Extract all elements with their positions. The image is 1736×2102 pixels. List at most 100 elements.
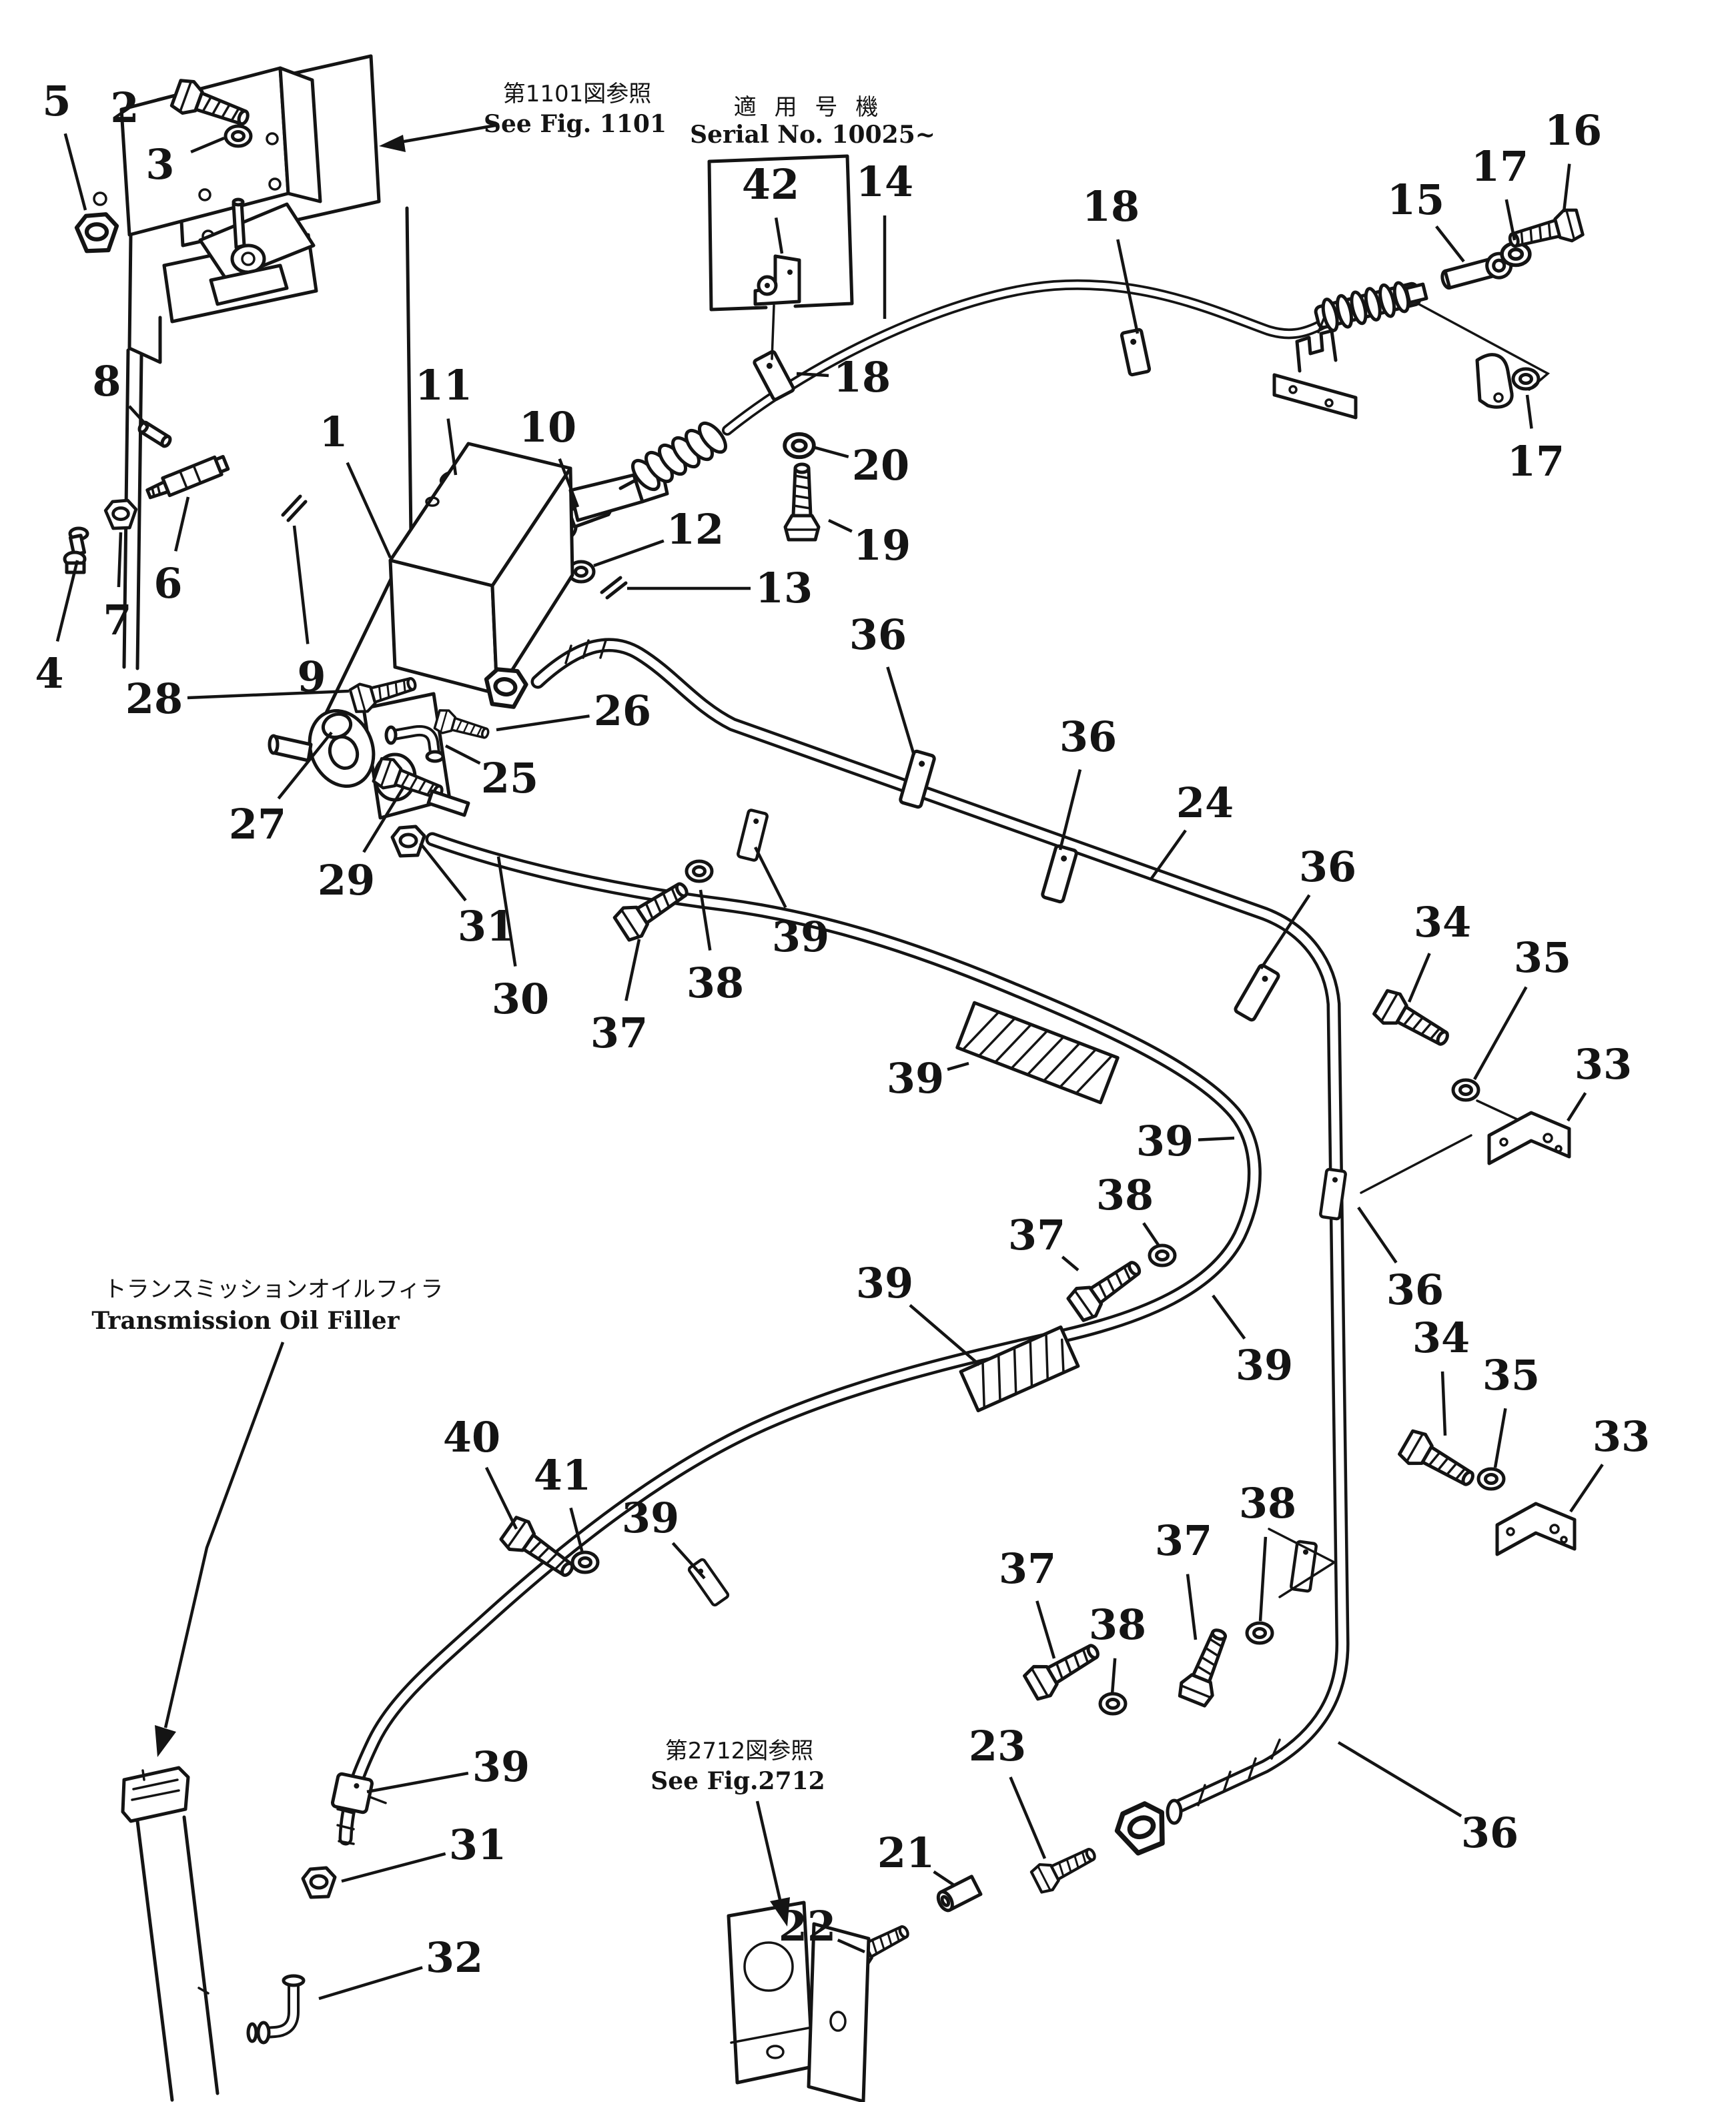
callout-13: 13 (755, 564, 813, 612)
callout-22: 22 (779, 1902, 836, 1951)
leader-line-26 (496, 714, 590, 732)
leader-line-21 (933, 1870, 955, 1887)
serial-label-jp: 適 用 号 機 (734, 94, 883, 121)
fig1101-label-jp: 第1101図参照 (503, 81, 652, 107)
leader-line-6 (174, 496, 190, 552)
leader-line-34 (1407, 953, 1431, 1003)
cotter-pin-13 (600, 576, 628, 600)
leader-line-30 (496, 856, 517, 967)
annotation-oil-filler: トランスミッションオイルフィラ Transmission Oil Filler (91, 1276, 443, 1757)
leader-line-39 (947, 1061, 969, 1071)
control-cable-assembly (618, 207, 1584, 492)
collar-21 (936, 1875, 983, 1913)
callout-37: 37 (1008, 1211, 1065, 1259)
leader-line-33 (1567, 1092, 1587, 1122)
fig2712-label-en: See Fig.2712 (650, 1767, 825, 1795)
leader-line-3 (190, 136, 225, 153)
leader-line-5 (63, 133, 87, 211)
fig1101-arrow-head (379, 135, 406, 152)
leader-line-41 (569, 1507, 584, 1554)
callout-8: 8 (92, 357, 121, 406)
leader-line-40 (484, 1466, 518, 1530)
washer-38-a (687, 861, 712, 881)
nut-5 (77, 214, 117, 251)
bolt-34-b (1398, 1428, 1480, 1495)
leader-line-37 (1061, 1255, 1079, 1271)
nut-31 (392, 827, 424, 856)
callout-38: 38 (687, 959, 744, 1007)
pipe-clip-36-b (1042, 845, 1077, 903)
callout-11: 11 (415, 361, 472, 410)
washer-38-c (1100, 1694, 1126, 1714)
pipe-sleeve-39-a (955, 1001, 1120, 1105)
leader-line-20 (812, 445, 849, 458)
callout-37: 37 (590, 1009, 648, 1057)
leader-line-38 (1142, 1222, 1160, 1246)
leader-line-18 (1116, 239, 1140, 334)
callout-2: 2 (110, 83, 139, 132)
callout-21: 21 (877, 1828, 935, 1877)
pipe-clip-36-e (1291, 1541, 1317, 1591)
callout-39: 39 (472, 1742, 530, 1791)
leader-line-19 (828, 518, 853, 533)
bolt-37-d (1177, 1624, 1236, 1707)
pipe-30-outline (338, 832, 1262, 1846)
callout-38: 38 (1089, 1600, 1146, 1649)
fig2712-arrow-shaft (755, 1800, 783, 1903)
nipple-26 (432, 706, 492, 746)
leader-line-36 (886, 666, 916, 756)
callout-12: 12 (667, 505, 724, 554)
leader-line-36 (1260, 894, 1311, 970)
callout-39: 39 (856, 1259, 913, 1307)
callout-40: 40 (443, 1413, 500, 1462)
leader-line-8 (128, 405, 149, 428)
callout-10: 10 (519, 403, 576, 452)
elbow-32 (246, 1974, 306, 2045)
turnbuckle-6 (145, 454, 230, 500)
callout-34: 34 (1414, 898, 1471, 947)
leader-line-25 (444, 744, 481, 765)
serial-box (707, 154, 854, 360)
oil-filler-leader (163, 1342, 285, 1728)
pipe-ferrule (1166, 1798, 1183, 1825)
callout-31: 31 (449, 1820, 506, 1869)
leader-line-42 (774, 217, 784, 254)
callout-18: 18 (833, 353, 891, 402)
stud-8 (137, 420, 172, 448)
cable-anchor-bracket (1272, 318, 1358, 420)
oil-pipes (330, 638, 1536, 1972)
bolt-34-a (1372, 988, 1454, 1055)
bracket-33-a (1487, 1111, 1571, 1165)
callout-42: 42 (742, 160, 799, 209)
oil-filler-assembly (121, 1766, 335, 2102)
leader-line-34 (1440, 1371, 1447, 1436)
callout-32: 32 (426, 1933, 483, 1982)
callout-39: 39 (1136, 1117, 1194, 1165)
callout-19: 19 (853, 521, 911, 570)
leader-line-16 (1562, 163, 1571, 213)
leader-line-32 (318, 1966, 423, 2001)
leader-line-39 (1212, 1294, 1246, 1340)
bracket-33-b (1495, 1502, 1577, 1556)
leader-line-24 (1150, 829, 1187, 881)
leader-line-37 (624, 939, 641, 1001)
bracket-42 (753, 254, 801, 306)
leader-line-9 (292, 525, 310, 644)
washer-3 (226, 126, 251, 146)
leader-line-17 (1504, 199, 1516, 241)
filler-cap (121, 1766, 190, 1823)
leader-line-18 (796, 372, 829, 378)
callout-25: 25 (481, 754, 538, 803)
callout-28: 28 (125, 674, 183, 723)
cable-spring (618, 421, 727, 492)
callout-18: 18 (1082, 182, 1140, 231)
leader-line-31 (419, 842, 467, 902)
callout-36: 36 (1386, 1265, 1444, 1314)
leader-line-39 (366, 1771, 469, 1794)
washer-35-a (1453, 1080, 1478, 1100)
pipe-clip-36-c (1234, 964, 1280, 1021)
leader-line-4 (55, 560, 79, 642)
callout-34: 34 (1412, 1313, 1470, 1362)
callout-4: 4 (35, 649, 63, 698)
washer-41 (572, 1552, 598, 1572)
